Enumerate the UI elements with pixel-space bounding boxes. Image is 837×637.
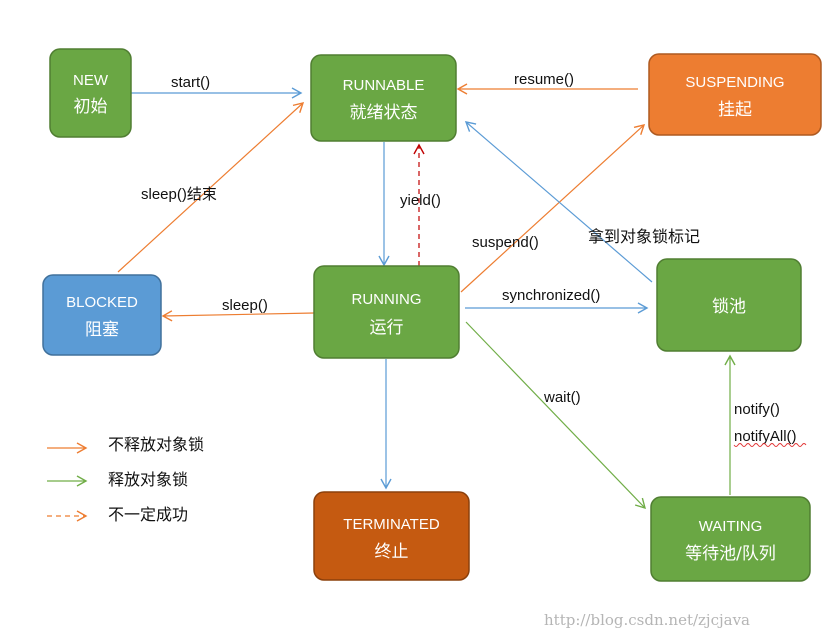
edge-get-lock (464, 121, 653, 283)
label-resume: resume() (514, 71, 574, 88)
svg-text:SUSPENDING: SUSPENDING (685, 74, 784, 91)
edge-labels: start() resume() sleep()结束 yield() suspe… (141, 71, 807, 447)
edge-sleep (161, 310, 315, 322)
watermark: http://blog.csdn.net/zjcjava (544, 611, 750, 629)
svg-text:NEW: NEW (73, 72, 109, 89)
node-running: RUNNING 运行 (313, 265, 460, 359)
label-get-lock: 拿到对象锁标记 (588, 227, 700, 246)
label-suspend: suspend() (472, 234, 539, 251)
label-start: start() (171, 74, 210, 91)
svg-text:锁池: 锁池 (712, 297, 746, 317)
svg-text:RUNNABLE: RUNNABLE (343, 77, 425, 94)
node-new: NEW 初始 (49, 48, 132, 138)
svg-text:运行: 运行 (370, 318, 404, 338)
node-suspending: SUSPENDING 挂起 (648, 53, 822, 136)
legend-release: 释放对象锁 (108, 470, 188, 489)
label-wait: wait() (543, 389, 581, 406)
node-blocked: BLOCKED 阻塞 (42, 274, 162, 356)
svg-text:初始: 初始 (74, 97, 108, 117)
legend-no-release: 不释放对象锁 (108, 435, 204, 454)
svg-text:就绪状态: 就绪状态 (350, 103, 418, 123)
edges (117, 83, 736, 510)
spellcheck-underline (733, 443, 807, 447)
label-synchronized: synchronized() (502, 287, 600, 304)
svg-text:阻塞: 阻塞 (85, 320, 119, 340)
edge-wait (465, 321, 646, 510)
edge-suspend (460, 124, 646, 293)
svg-text:终止: 终止 (375, 542, 409, 562)
legend-not-guaranteed: 不一定成功 (108, 505, 188, 524)
node-terminated: TERMINATED 终止 (313, 491, 470, 581)
svg-text:TERMINATED: TERMINATED (343, 516, 440, 533)
label-sleep: sleep() (222, 297, 268, 314)
label-notify-all: notifyAll() (734, 428, 797, 445)
svg-text:WAITING: WAITING (699, 518, 763, 535)
node-lock-pool: 锁池 (656, 258, 802, 352)
svg-text:BLOCKED: BLOCKED (66, 294, 138, 311)
edge-sleep-end (117, 102, 305, 273)
svg-text:RUNNING: RUNNING (352, 291, 422, 308)
label-yield: yield() (400, 192, 441, 209)
node-runnable: RUNNABLE 就绪状态 (310, 54, 457, 142)
svg-text:挂起: 挂起 (718, 100, 752, 120)
legend: 不释放对象锁 释放对象锁 不一定成功 (47, 435, 204, 524)
label-sleep-end: sleep()结束 (141, 186, 217, 203)
node-waiting: WAITING 等待池/队列 (650, 496, 811, 582)
svg-text:等待池/队列: 等待池/队列 (685, 544, 776, 564)
label-notify: notify() (734, 401, 780, 418)
